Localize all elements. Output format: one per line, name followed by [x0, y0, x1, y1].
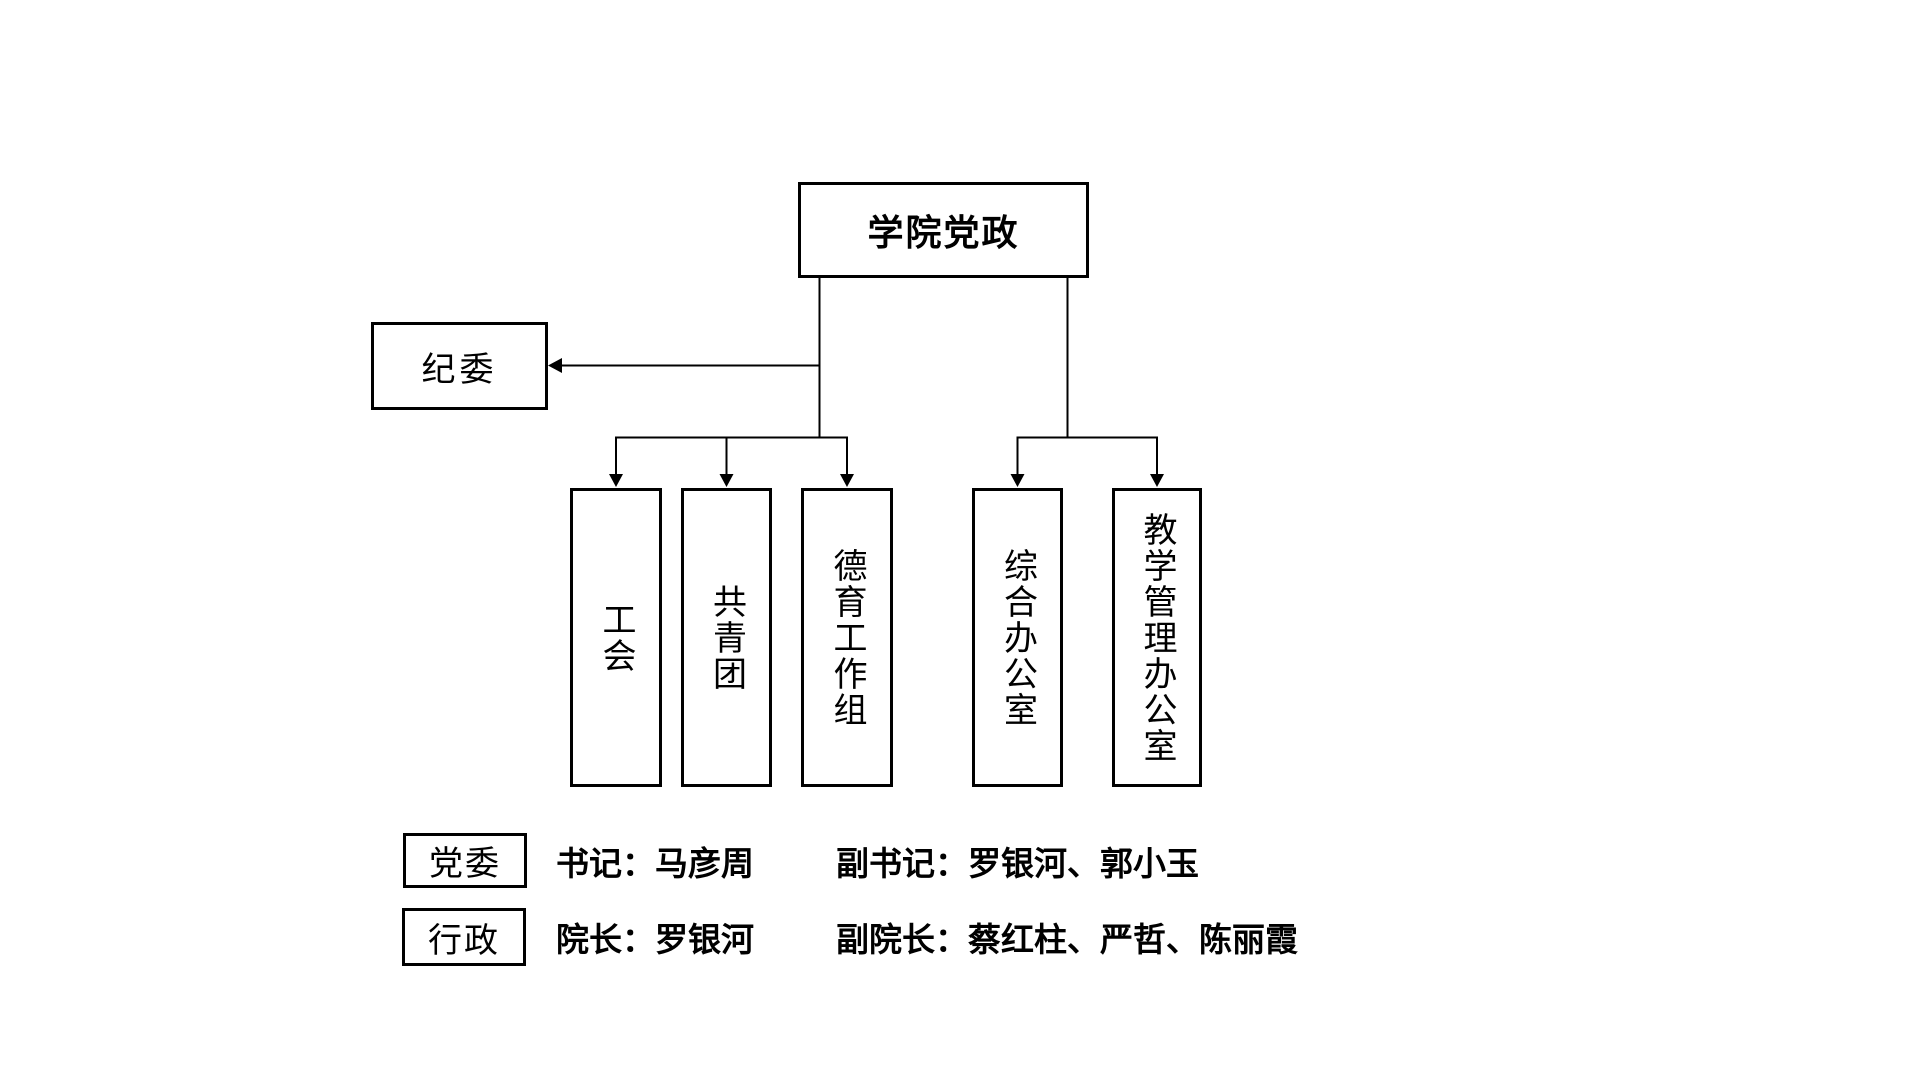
legend-party-committee-label: 党委: [429, 844, 501, 884]
arrow-down-3-head: [840, 474, 854, 487]
arrow-down-2-head: [719, 474, 734, 487]
legend-administration-label: 行政: [428, 920, 500, 961]
node-teaching-management-office-label: 教学管理办公室: [1137, 511, 1177, 764]
node-college-party-admin-label: 学院党政: [867, 213, 1020, 254]
arrow-down-5-head: [1150, 474, 1164, 487]
node-general-office: 综合办公室: [972, 488, 1063, 787]
legend-deputy-dean-value: 副院长：蔡红柱、严哲、陈丽霞: [836, 920, 1298, 959]
node-moral-education-group-label: 德育工作组: [827, 547, 867, 728]
legend-deputy-dean-text: 副院长：蔡红柱、严哲、陈丽霞: [836, 908, 1298, 966]
node-labor-union: 工会: [570, 488, 662, 787]
node-teaching-management-office: 教学管理办公室: [1112, 488, 1202, 787]
legend-administration-box: 行政: [402, 908, 526, 966]
legend-dean-text: 院长：罗银河: [556, 908, 754, 966]
node-discipline-committee-label: 纪委: [421, 349, 498, 390]
arrow-down-1-head: [609, 474, 623, 487]
node-discipline-committee: 纪委: [371, 322, 548, 410]
arrow-down-4-head: [1010, 474, 1025, 487]
legend-deputy-secretary-text: 副书记：罗银河、郭小玉: [836, 833, 1199, 888]
arrow-to-jiwei-head: [548, 358, 562, 373]
node-moral-education-group: 德育工作组: [801, 488, 893, 787]
legend-deputy-secretary-value: 副书记：罗银河、郭小玉: [836, 843, 1199, 883]
legend-dean-value: 院长：罗银河: [556, 920, 754, 959]
node-general-office-label: 综合办公室: [997, 547, 1038, 728]
node-youth-league: 共青团: [681, 488, 772, 787]
node-college-party-admin: 学院党政: [798, 182, 1089, 278]
node-labor-union-label: 工会: [596, 601, 636, 674]
node-youth-league-label: 共青团: [706, 583, 747, 692]
legend-secretary-text: 书记：马彦周: [556, 833, 754, 888]
legend-secretary-value: 书记：马彦周: [556, 843, 754, 883]
legend-party-committee-box: 党委: [403, 833, 527, 888]
